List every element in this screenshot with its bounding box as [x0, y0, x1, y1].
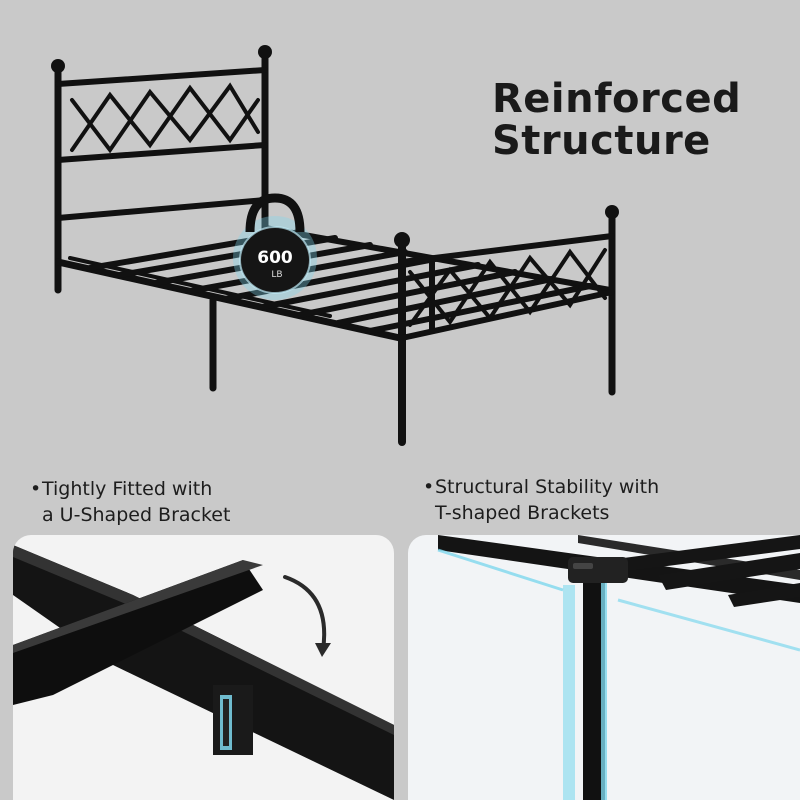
- feature-line-2: T-shaped Brackets: [435, 502, 610, 524]
- bullet: •: [423, 476, 435, 498]
- u-bracket-detail-image: [13, 535, 394, 800]
- t-bracket-detail-image: [408, 535, 800, 800]
- curved-arrow-icon: [283, 575, 331, 657]
- feature-line-2: a U-Shaped Bracket: [42, 504, 231, 526]
- feature-line-1: Tightly Fitted with: [42, 478, 213, 500]
- bullet: •: [30, 478, 42, 500]
- feature-line-1: Structural Stability with: [435, 476, 660, 498]
- headline: Reinforced Structure: [492, 78, 741, 162]
- feature-caption-t-bracket: •Structural Stability with T-shaped Brac…: [423, 474, 659, 526]
- weight-value: 600: [257, 248, 293, 268]
- weight-unit: LB: [271, 270, 282, 280]
- kettlebell-icon: [233, 193, 317, 300]
- headline-line-2: Structure: [492, 118, 711, 164]
- feature-caption-u-bracket: •Tightly Fitted with a U-Shaped Bracket: [30, 476, 230, 528]
- headline-line-1: Reinforced: [492, 76, 742, 122]
